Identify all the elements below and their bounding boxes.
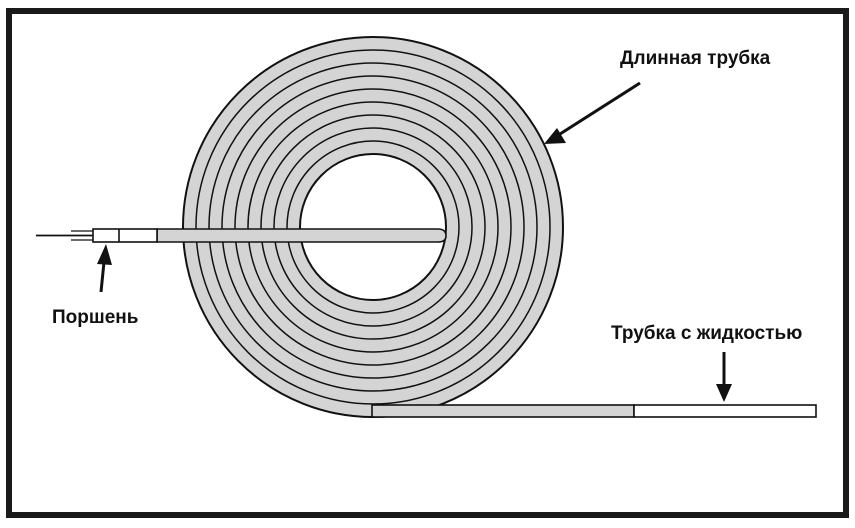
inner-tube-exit [36,228,447,243]
coil-ring [299,153,447,301]
piston-label: Поршень [52,307,138,328]
piston-arrow-shaft [99,261,106,293]
coil-ring [208,62,538,392]
piston-arrow [97,244,112,293]
long-tube-arrow-head [544,128,566,144]
long-tube-arrow [544,81,641,144]
fluid-tube-arrow [716,352,732,402]
fluid-tube-label: Трубка с жидкостью [611,323,802,344]
coil-ring [195,49,551,405]
fluid-tube-filled [371,404,635,418]
coil-ring [234,88,512,366]
coil [182,36,564,418]
coil-ring [273,127,473,327]
long-tube-arrow-shaft [559,81,641,136]
coil-ring [247,101,499,353]
fluid-tube-arrow-head [716,384,732,402]
coil-ring [260,114,486,340]
long-tube-label: Длинная трубка [620,48,771,69]
piston-arrow-head [97,244,112,265]
coil-body [183,37,563,417]
inner-tube [156,228,447,243]
coil-ring [221,75,525,379]
coil-ring [286,140,460,314]
fluid-tube-empty [633,404,817,418]
piston-tube [92,228,158,243]
fluid-tube [371,404,817,418]
